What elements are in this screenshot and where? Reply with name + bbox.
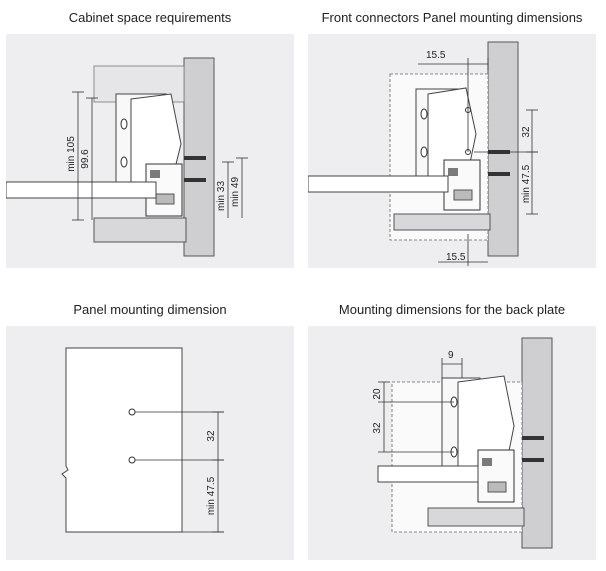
- cabinet-floor: [393, 213, 491, 231]
- dim-99-6: 99.6: [80, 149, 91, 169]
- panel-title: Mounting dimensions for the back plate: [308, 292, 596, 326]
- front-connectors-diagram: 15.5 32 min 47.5 15.5: [308, 41, 538, 266]
- panel-title: Front connectors Panel mounting dimensio…: [308, 0, 596, 34]
- panel-back-plate: Mounting dimensions for the back plate: [308, 292, 596, 560]
- diagram-area: min 105 99.6 min 33 min 49: [6, 34, 294, 268]
- dim-20: 20: [372, 388, 383, 400]
- panel-mounting-diagram: 32 min 47.5: [61, 347, 224, 533]
- runner-detail: [448, 168, 458, 176]
- dim-min-105: min 105: [66, 136, 77, 172]
- dim-32: 32: [372, 422, 383, 434]
- diagram-area: 9 20 32: [308, 326, 596, 560]
- runner-detail: [487, 481, 507, 493]
- screw: [184, 178, 206, 182]
- panel-title: Panel mounting dimension: [6, 292, 294, 326]
- drawer-bottom: [377, 465, 479, 483]
- back-plate-diagram: 9 20 32: [372, 337, 553, 549]
- cabinet-wall: [487, 41, 519, 257]
- runner: [443, 159, 481, 211]
- screw: [522, 458, 544, 462]
- dim-min-49: min 49: [230, 177, 241, 207]
- mount-hole: [128, 456, 136, 464]
- drawer-bottom: [308, 175, 449, 193]
- dim-min-33: min 33: [216, 181, 227, 211]
- dim-top-15-5: 15.5: [426, 50, 446, 61]
- runner-detail: [453, 189, 473, 201]
- cabinet-floor: [93, 217, 187, 243]
- dim-32: 32: [206, 430, 217, 442]
- dim-min-47-5: min 47.5: [206, 476, 217, 515]
- panel-front-connectors: Front connectors Panel mounting dimensio…: [308, 0, 596, 268]
- runner: [477, 449, 515, 503]
- runner-detail: [155, 193, 175, 205]
- mount-hole: [420, 146, 428, 158]
- runner-detail: [482, 458, 492, 466]
- dim-bottom-15-5: 15.5: [446, 252, 466, 263]
- runner-detail: [150, 170, 160, 178]
- mount-hole: [120, 118, 128, 130]
- panel-title: Cabinet space requirements: [6, 0, 294, 34]
- dim-32: 32: [521, 126, 532, 138]
- diagram-area: 32 min 47.5: [6, 326, 294, 560]
- mount-hole: [420, 108, 428, 120]
- cabinet-wall: [521, 337, 553, 549]
- panel-mounting-dimension: Panel mounting dimension 32 min 47.5: [6, 292, 294, 560]
- front-connector: [427, 87, 477, 183]
- drawer-bottom: [6, 181, 157, 199]
- screw: [488, 172, 510, 176]
- mount-hole: [120, 156, 128, 168]
- diagram-area: 15.5 32 min 47.5 15.5: [308, 34, 596, 268]
- cabinet-floor: [427, 507, 525, 527]
- screw: [522, 436, 544, 440]
- front-panel: [61, 347, 183, 533]
- cabinet-space-diagram: min 105 99.6 min 33 min 49: [6, 57, 248, 257]
- mount-hole: [128, 408, 136, 416]
- panel-cabinet-space: Cabinet space requirements: [6, 0, 294, 268]
- screw: [184, 156, 206, 160]
- dim-9: 9: [448, 350, 454, 361]
- dim-min-47-5: min 47.5: [521, 164, 532, 203]
